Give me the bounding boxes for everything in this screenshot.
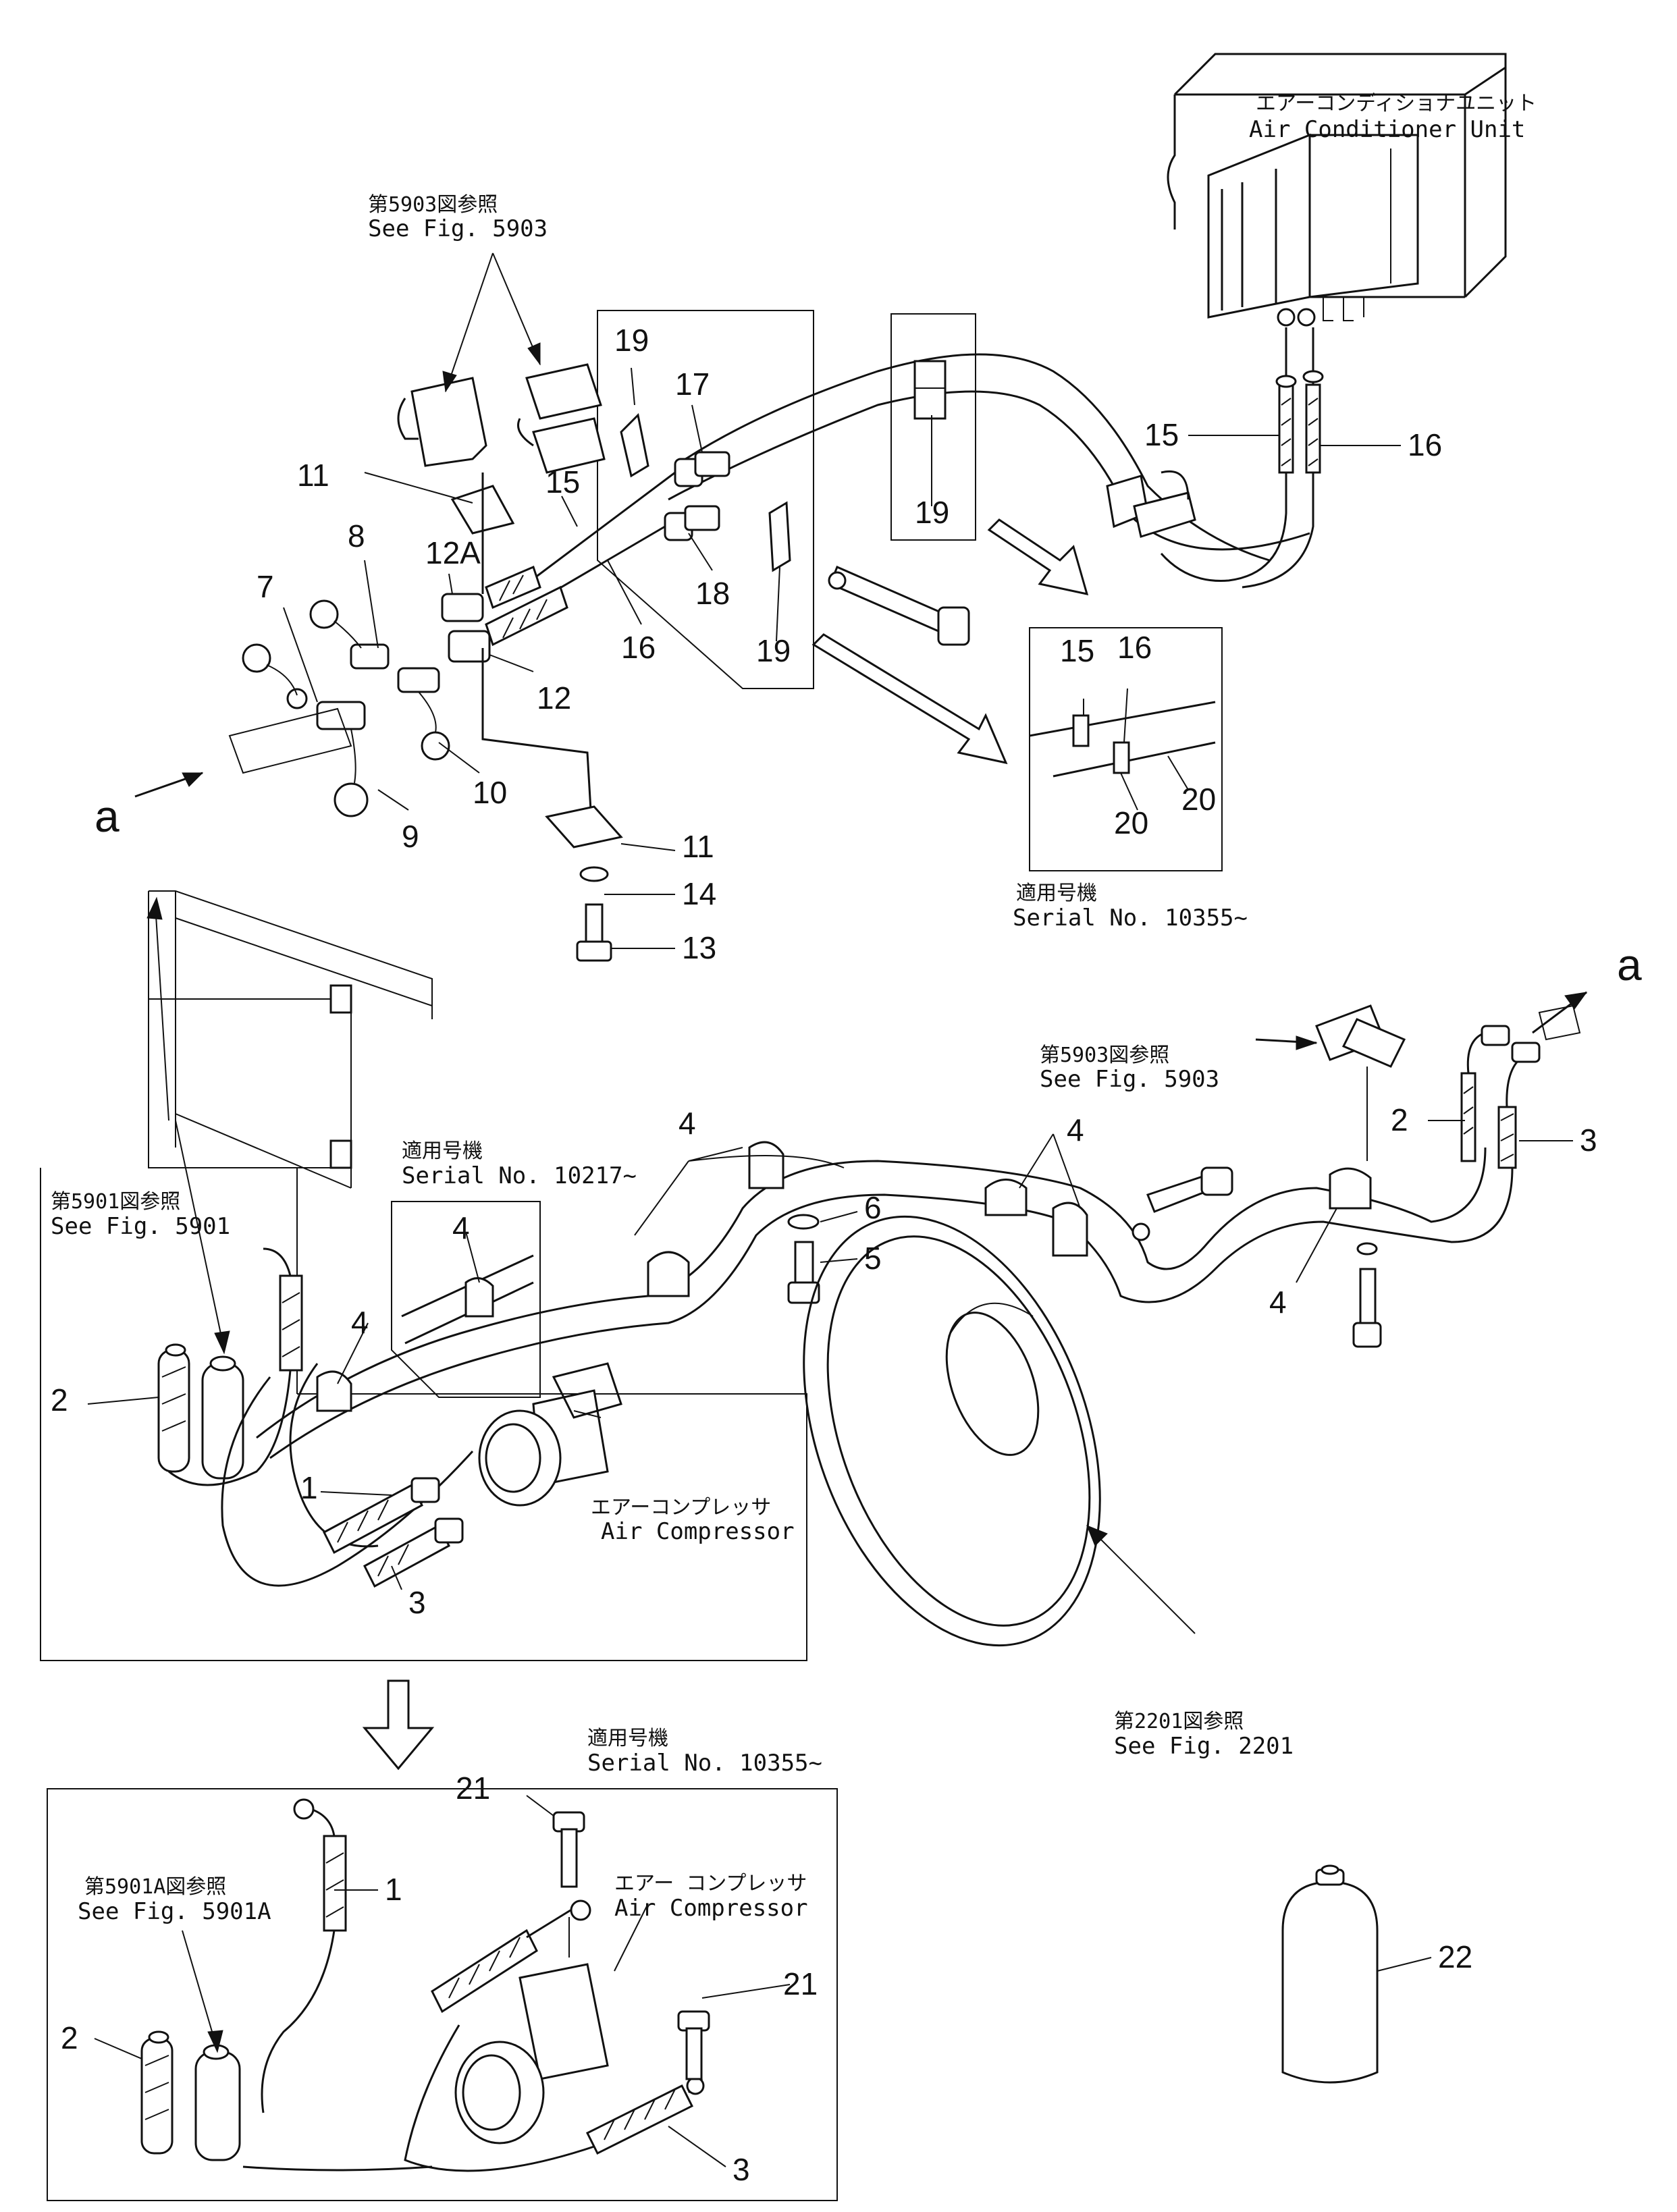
callout-14: 14: [682, 876, 717, 911]
callout-4e: 4: [351, 1305, 369, 1340]
callout-19b: 19: [915, 495, 950, 530]
callout-3b: 3: [733, 2152, 750, 2187]
callout-21b: 21: [783, 1966, 818, 2001]
callout-4d: 4: [452, 1210, 470, 1245]
callout-13: 13: [682, 930, 717, 965]
callout-16b: 16: [621, 630, 656, 665]
air-compressor-2-ja: エアー コンプレッサ: [614, 1872, 807, 1895]
ref-5903-mid-en: See Fig. 5903: [1040, 1066, 1220, 1093]
callout-9: 9: [402, 819, 419, 854]
air-compressor-1-en: Air Compressor: [601, 1518, 795, 1545]
serial-top-en: Serial No. 10355~: [1013, 905, 1248, 932]
callout-19: 19: [614, 323, 649, 358]
ref-5903-top-ja: 第5903図参照: [368, 193, 498, 217]
air-compressor-1-ja: エアーコンプレッサ: [591, 1496, 772, 1519]
connector-a-right: a: [1617, 940, 1642, 990]
callout-16c: 20: [1181, 782, 1217, 817]
callout-6: 6: [864, 1190, 882, 1225]
ref-5901-en: See Fig. 5901: [51, 1213, 231, 1240]
serial-bot-ja: 適用号機: [587, 1727, 668, 1750]
callout-1: 1: [300, 1470, 318, 1505]
callout-8: 8: [348, 518, 365, 554]
serial-mid-ja: 適用号機: [402, 1139, 483, 1163]
callout-5: 5: [864, 1241, 882, 1276]
air-conditioner-unit-drawing: [1160, 53, 1507, 589]
callout-11: 11: [297, 458, 329, 493]
air-compressor-2-en: Air Compressor: [614, 1895, 808, 1922]
top-hose-run: [134, 310, 1310, 962]
serial-mid-en: Serial No. 10217~: [402, 1162, 637, 1189]
callout-2-left: 2: [51, 1382, 68, 1418]
air-conditioner-label-en: Air Conditioner Unit: [1249, 116, 1526, 143]
ref-5901a-ja: 第5901A図参照: [84, 1875, 227, 1899]
callout-3-right: 3: [1580, 1123, 1597, 1158]
callout-15: 15: [1144, 417, 1179, 452]
leader-lines: [87, 252, 1573, 2167]
callout-4b: 4: [1067, 1112, 1084, 1148]
flywheel-housing: [803, 1215, 1196, 1647]
callout-4a: 4: [678, 1106, 696, 1141]
callout-18: 18: [695, 576, 730, 611]
callout-20: 20: [1114, 805, 1149, 840]
callout-15c: 16: [1117, 630, 1152, 665]
callout-19d: 15: [1060, 633, 1095, 668]
callout-16: 16: [1408, 427, 1443, 462]
connector-a-left: a: [95, 791, 119, 841]
callout-22: 22: [1438, 1939, 1473, 1974]
callout-21a: 21: [456, 1771, 491, 1806]
callout-17: 17: [675, 367, 710, 402]
compressor-box-serial-10355-bottom: [47, 1788, 838, 2201]
ref-2201-ja: 第2201図参照: [1114, 1710, 1244, 1733]
callout-11b: 11: [682, 829, 714, 864]
ref-5903-top-en: See Fig. 5903: [368, 215, 548, 242]
ref-5901a-en: See Fig. 5901A: [78, 1898, 271, 1925]
compressor-box-serial-10217: [40, 1168, 807, 1661]
refrigerant-can: [1281, 1864, 1379, 2084]
callout-12: 12: [537, 680, 572, 716]
callout-7: 7: [257, 569, 274, 604]
callout-2b: 2: [61, 2020, 78, 2055]
middle-hose-run: [148, 890, 1588, 1459]
callout-1b: 1: [385, 1872, 402, 1907]
callout-3: 3: [408, 1585, 426, 1620]
detail-box-serial-10217: [391, 1201, 541, 1398]
serial-top-ja: 適用号機: [1016, 882, 1097, 905]
ref-5903-mid-ja: 第5903図参照: [1040, 1044, 1170, 1067]
air-conditioner-label-ja: エアーコンディショナユニット: [1256, 92, 1537, 115]
serial-bot-en: Serial No. 10355~: [587, 1750, 822, 1777]
callout-12a: 12A: [425, 535, 481, 570]
callout-19c: 19: [756, 633, 791, 668]
callout-15b: 15: [545, 464, 581, 500]
callout-10: 10: [473, 775, 508, 810]
down-arrow: [362, 1679, 435, 1771]
callout-4c: 4: [1269, 1285, 1287, 1320]
ref-2201-en: See Fig. 2201: [1114, 1733, 1294, 1760]
ref-5901-ja: 第5901図参照: [51, 1190, 181, 1214]
callout-2-right: 2: [1391, 1102, 1408, 1137]
